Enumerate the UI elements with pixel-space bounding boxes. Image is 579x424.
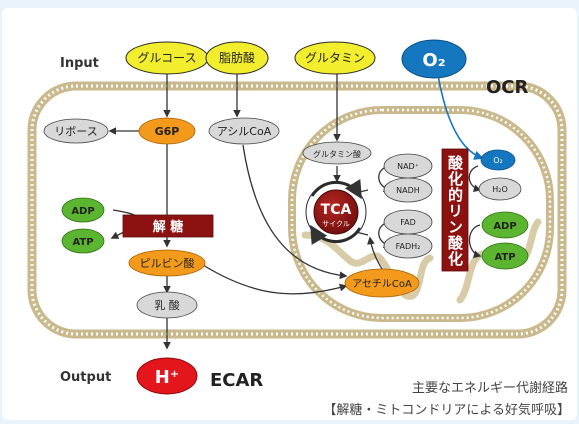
node-g6p: G6P bbox=[138, 117, 196, 145]
tca-label: TCA bbox=[321, 202, 352, 218]
node-atp-left: ATP bbox=[61, 228, 105, 254]
tca-sub-label: サイクル bbox=[322, 220, 350, 228]
node-glutamine: グルタミン bbox=[294, 41, 376, 75]
glutamine-label: グルタミン bbox=[305, 51, 365, 65]
cell-membrane bbox=[27, 81, 567, 339]
node-fadh2: FADH₂ bbox=[383, 233, 433, 259]
node-fatty-acid: 脂肪酸 bbox=[205, 41, 269, 75]
glutamate-label: グルタミン酸 bbox=[313, 149, 361, 159]
node-pyruvate: ピルビン酸 bbox=[128, 249, 206, 277]
node-oxygen-main: O₂ bbox=[401, 39, 467, 79]
nad-plus-label: NAD⁺ bbox=[397, 162, 419, 171]
h-plus-label: H⁺ bbox=[155, 367, 180, 388]
fatty-acid-label: 脂肪酸 bbox=[219, 50, 255, 65]
node-atp-right: ATP bbox=[481, 242, 529, 270]
node-lactate: 乳 酸 bbox=[136, 291, 198, 319]
oxygen-arrow bbox=[437, 74, 484, 160]
adp-right-label: ADP bbox=[493, 221, 516, 232]
atp-right-label: ATP bbox=[494, 252, 515, 263]
node-glucose: グルコース bbox=[125, 41, 209, 75]
acetyl-coa-label: アセチルCoA bbox=[352, 278, 412, 290]
acyl-coa-label: アシルCoA bbox=[217, 125, 272, 138]
node-o2-small: O₂ bbox=[480, 149, 516, 171]
caption-line2: 【解糖・ミトコンドリアによる好気呼吸】 bbox=[323, 402, 570, 418]
node-acetyl-coa: アセチルCoA bbox=[344, 268, 420, 298]
caption-line1: 主要なエネルギー代謝経路 bbox=[412, 380, 568, 396]
ribose-label: リボース bbox=[54, 125, 97, 138]
lactate-label: 乳 酸 bbox=[154, 298, 180, 312]
node-nadh: NADH bbox=[383, 177, 433, 203]
ecar-label: ECAR bbox=[210, 370, 263, 391]
input-label: Input bbox=[60, 56, 99, 71]
node-glycolysis: 解 糖 bbox=[122, 214, 214, 238]
node-oxphos: 酸化的リン酸化 bbox=[441, 148, 469, 272]
nadh-label: NADH bbox=[396, 186, 420, 195]
node-glutamate: グルタミン酸 bbox=[302, 141, 372, 165]
node-nad-plus: NAD⁺ bbox=[383, 153, 433, 179]
glucose-label: グルコース bbox=[137, 51, 196, 65]
adp-left-label: ADP bbox=[71, 206, 94, 217]
node-tca-cycle: TCA サイクル bbox=[305, 179, 367, 245]
node-fad: FAD bbox=[383, 209, 433, 235]
pyruvate-label: ピルビン酸 bbox=[140, 256, 195, 270]
node-h2o: H₂O bbox=[478, 177, 522, 201]
fadh2-label: FADH₂ bbox=[396, 242, 421, 251]
glycolysis-label: 解 糖 bbox=[152, 219, 184, 235]
ocr-label: OCR bbox=[486, 77, 529, 98]
h2o-label: H₂O bbox=[492, 185, 508, 194]
o2-small-label: O₂ bbox=[493, 156, 503, 165]
atp-left-label: ATP bbox=[72, 237, 93, 248]
node-acyl-coa: アシルCoA bbox=[208, 117, 280, 145]
oxygen-main-label: O₂ bbox=[422, 50, 445, 71]
fad-label: FAD bbox=[400, 218, 416, 227]
output-label: Output bbox=[60, 370, 111, 385]
node-adp-left: ADP bbox=[61, 197, 105, 223]
node-h-plus: H⁺ bbox=[136, 357, 198, 395]
g6p-label: G6P bbox=[155, 125, 180, 138]
oxphos-label: 酸化的リン酸化 bbox=[446, 154, 464, 267]
node-ribose: リボース bbox=[43, 118, 109, 144]
node-adp-right: ADP bbox=[481, 211, 529, 239]
